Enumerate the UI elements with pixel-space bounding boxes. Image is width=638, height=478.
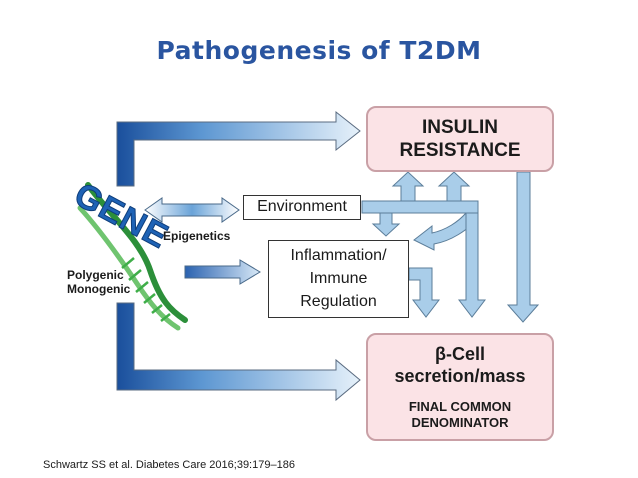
beta-line-2: secretion/mass (394, 366, 526, 386)
beta-sub-line-2: DENOMINATOR (411, 415, 509, 430)
environment-box: Environment (243, 195, 361, 220)
inflammation-line-1: Inflammation/ (290, 247, 387, 264)
monogenic-label: Monogenic (67, 282, 131, 296)
inflammation-line-2: Immune (309, 270, 368, 287)
gene-logo-text: GENE (68, 176, 174, 257)
epigenetics-double-arrow (144, 197, 240, 223)
insulin-resistance-box: INSULIN RESISTANCE (366, 106, 554, 172)
light-arrow-network (361, 171, 540, 323)
genetics-label: Polygenic Monogenic (67, 268, 130, 296)
genes-to-insulin-arrow (116, 110, 361, 187)
beta-sub-line-1: FINAL COMMON (408, 399, 512, 414)
genes-to-beta-cell-arrow (116, 302, 361, 402)
beta-cell-box: β-Cell secretion/mass FINAL COMMON DENOM… (366, 333, 554, 441)
genes-to-inflammation-arrow (184, 259, 261, 285)
inflammation-box: Inflammation/ Immune Regulation (268, 240, 409, 318)
polygenic-label: Polygenic (67, 268, 124, 282)
page-title: Pathogenesis of T2DM (156, 36, 482, 65)
insulin-line-2: RESISTANCE (399, 140, 521, 161)
insulin-line-1: INSULIN (422, 117, 498, 138)
beta-subtitle: FINAL COMMON DENOMINATOR (368, 399, 552, 431)
citation: Schwartz SS et al. Diabetes Care 2016;39… (43, 459, 295, 471)
beta-line-1: β-Cell (435, 344, 485, 364)
epigenetics-label: Epigenetics (163, 229, 231, 243)
inflammation-line-3: Regulation (300, 293, 377, 310)
